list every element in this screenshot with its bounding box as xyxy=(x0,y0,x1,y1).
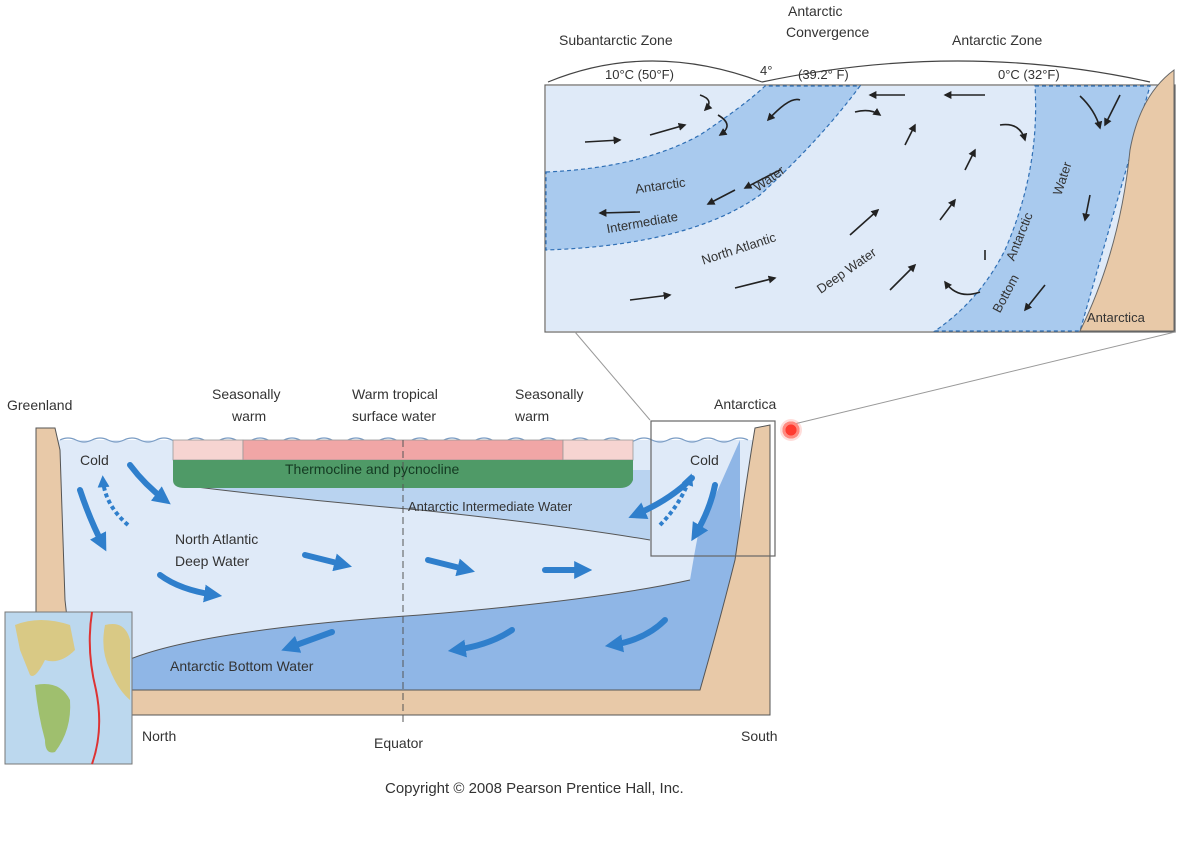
antarctica-label: Antarctica xyxy=(714,396,777,412)
south-label: South xyxy=(741,728,778,744)
temp-mid-b: (39.2° F) xyxy=(798,67,849,82)
antarctic-zone-label: Antarctic Zone xyxy=(952,32,1043,48)
seasonal-warm-left xyxy=(172,439,244,461)
convergence-label-1: Antarctic xyxy=(788,3,843,19)
inset-panel xyxy=(544,60,1176,333)
seasonally-warm-left-2: warm xyxy=(232,408,267,424)
subantarctic-zone-label: Subantarctic Zone xyxy=(559,32,673,48)
warm-tropical-2: surface water xyxy=(352,408,437,424)
antarctic-bracket xyxy=(761,60,1151,83)
seasonally-warm-right-1: Seasonally xyxy=(515,386,584,402)
subantarctic-bracket xyxy=(547,60,763,83)
nadw-label-2: Deep Water xyxy=(175,553,250,569)
inset-antarctica-land xyxy=(1079,69,1175,332)
mouse-cursor-indicator xyxy=(780,419,802,441)
inset-aiw-band xyxy=(545,85,862,251)
aiw-label: Antarctic Intermediate Water xyxy=(408,499,573,514)
thermocline-label: Thermocline and pycnocline xyxy=(285,461,460,477)
connector-line-right xyxy=(789,331,1176,426)
bottom-water-layer xyxy=(128,440,740,690)
inset-flow-arrows xyxy=(584,91,1121,312)
north-label: North xyxy=(142,728,177,744)
cold-right-label: Cold xyxy=(690,452,719,468)
antarctica-land xyxy=(127,424,771,716)
inset-abw-band xyxy=(933,85,1151,332)
greenland-label: Greenland xyxy=(7,397,73,413)
convergence-label-2: Convergence xyxy=(786,24,870,40)
warm-tropical-1: Warm tropical xyxy=(352,386,438,402)
temp-right: 0°C (32°F) xyxy=(998,67,1060,82)
seasonally-warm-right-2: warm xyxy=(515,408,550,424)
nadw-label-1: North Atlantic xyxy=(175,531,259,547)
seasonally-warm-left-1: Seasonally xyxy=(212,386,281,402)
equator-label: Equator xyxy=(374,735,424,751)
temp-mid-a: 4° xyxy=(760,63,773,78)
abw-label: Antarctic Bottom Water xyxy=(170,658,314,674)
seasonal-warm-right xyxy=(562,439,634,461)
copyright-text: Copyright © 2008 Pearson Prentice Hall, … xyxy=(385,780,684,797)
inset-callout-box xyxy=(650,420,776,557)
inset-antarctica-label: Antarctica xyxy=(1087,310,1145,325)
world-map-thumbnail xyxy=(4,611,133,765)
temp-left: 10°C (50°F) xyxy=(605,67,674,82)
connector-line-left xyxy=(574,331,651,421)
cold-left-label: Cold xyxy=(80,452,109,468)
